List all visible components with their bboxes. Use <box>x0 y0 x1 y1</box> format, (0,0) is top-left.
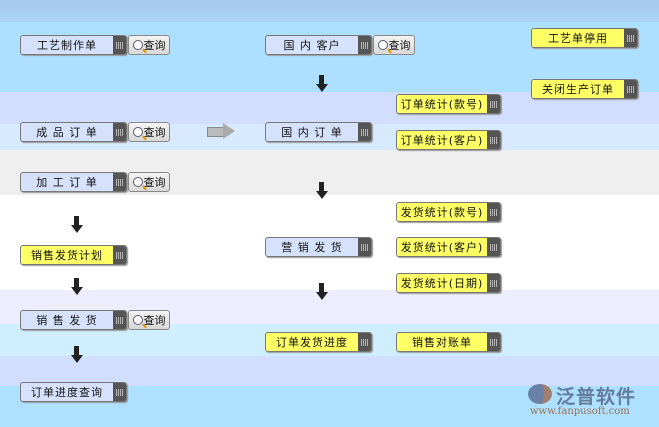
grid-icon <box>487 333 500 351</box>
node-delivery-stats-style[interactable]: 发货统计(款号) <box>396 202 501 222</box>
down-arrow-icon <box>71 216 83 234</box>
grid-icon <box>487 238 500 256</box>
grid-icon <box>113 311 126 329</box>
grid-icon <box>113 36 126 54</box>
query-button[interactable]: 查询 <box>128 172 170 192</box>
right-arrow-icon <box>207 123 235 139</box>
node-marketing-delivery[interactable]: 营 销 发 货 <box>265 237 372 257</box>
node-order-delivery-progress[interactable]: 订单发货进度 <box>265 332 372 352</box>
node-processing-order[interactable]: 加 工 订 单 <box>20 172 127 192</box>
grid-icon <box>113 246 126 264</box>
grid-icon <box>358 333 371 351</box>
query-button[interactable]: 查询 <box>128 35 170 55</box>
grid-icon <box>358 238 371 256</box>
grid-icon <box>113 383 126 401</box>
magnifier-icon <box>132 315 143 325</box>
down-arrow-icon <box>316 182 328 200</box>
grid-icon <box>358 123 371 141</box>
node-domestic-order[interactable]: 国 内 订 单 <box>265 122 372 142</box>
node-label: 订单统计(客户) <box>400 134 484 147</box>
down-arrow-icon <box>71 346 83 364</box>
node-sales-reconciliation[interactable]: 销售对账单 <box>396 332 501 352</box>
node-label: 销售发货计划 <box>31 249 103 262</box>
magnifier-icon <box>132 177 143 187</box>
node-label: 关闭生产订单 <box>542 83 614 96</box>
magnifier-icon <box>132 40 143 50</box>
logo-name: 泛普软件 <box>556 386 637 408</box>
node-label: 国 内 客户 <box>283 39 341 52</box>
down-arrow-icon <box>71 278 83 296</box>
query-label: 查询 <box>143 176 166 189</box>
node-finished-order[interactable]: 成 品 订 单 <box>20 122 127 142</box>
node-delivery-stats-customer[interactable]: 发货统计(客户) <box>396 237 501 257</box>
logo-url: www.fanpusoft.com <box>530 406 630 417</box>
node-sales-delivery[interactable]: 销 售 发 货 <box>20 310 127 330</box>
logo-icon <box>528 384 552 404</box>
magnifier-icon <box>377 40 388 50</box>
node-label: 工艺制作单 <box>37 39 97 52</box>
node-domestic-customer[interactable]: 国 内 客户 <box>265 35 372 55</box>
node-label: 发货统计(日期) <box>400 277 484 290</box>
query-button[interactable]: 查询 <box>128 310 170 330</box>
grid-icon <box>487 131 500 149</box>
node-label: 订单统计(款号) <box>400 98 484 111</box>
grid-icon <box>487 95 500 113</box>
down-arrow-icon <box>316 283 328 301</box>
node-label: 成 品 订 单 <box>36 126 98 139</box>
node-label: 订单发货进度 <box>276 336 348 349</box>
node-process-sheet-disable[interactable]: 工艺单停用 <box>531 28 638 48</box>
node-label: 订单进度查询 <box>31 386 103 399</box>
query-button[interactable]: 查询 <box>128 122 170 142</box>
node-order-stats-customer[interactable]: 订单统计(客户) <box>396 130 501 150</box>
node-label: 工艺单停用 <box>548 32 608 45</box>
query-button[interactable]: 查询 <box>373 35 415 55</box>
node-label: 发货统计(客户) <box>400 241 484 254</box>
grid-icon <box>113 173 126 191</box>
grid-icon <box>624 80 637 98</box>
node-order-progress-query[interactable]: 订单进度查询 <box>20 382 127 402</box>
query-label: 查询 <box>388 39 411 52</box>
query-label: 查询 <box>143 39 166 52</box>
query-label: 查询 <box>143 126 166 139</box>
node-process-sheet[interactable]: 工艺制作单 <box>20 35 127 55</box>
node-delivery-stats-date[interactable]: 发货统计(日期) <box>396 273 501 293</box>
node-label: 国 内 订 单 <box>281 126 343 139</box>
down-arrow-icon <box>316 75 328 93</box>
node-label: 营 销 发 货 <box>281 241 343 254</box>
query-label: 查询 <box>143 314 166 327</box>
grid-icon <box>487 203 500 221</box>
node-order-stats-style[interactable]: 订单统计(款号) <box>396 94 501 114</box>
grid-icon <box>358 36 371 54</box>
node-label: 发货统计(款号) <box>400 206 484 219</box>
node-close-production-order[interactable]: 关闭生产订单 <box>531 79 638 99</box>
node-label: 销 售 发 货 <box>36 314 98 327</box>
node-label: 加 工 订 单 <box>36 176 98 189</box>
grid-icon <box>487 274 500 292</box>
node-sales-delivery-plan[interactable]: 销售发货计划 <box>20 245 127 265</box>
node-label: 销售对账单 <box>412 336 472 349</box>
grid-icon <box>113 123 126 141</box>
grid-icon <box>624 29 637 47</box>
magnifier-icon <box>132 127 143 137</box>
